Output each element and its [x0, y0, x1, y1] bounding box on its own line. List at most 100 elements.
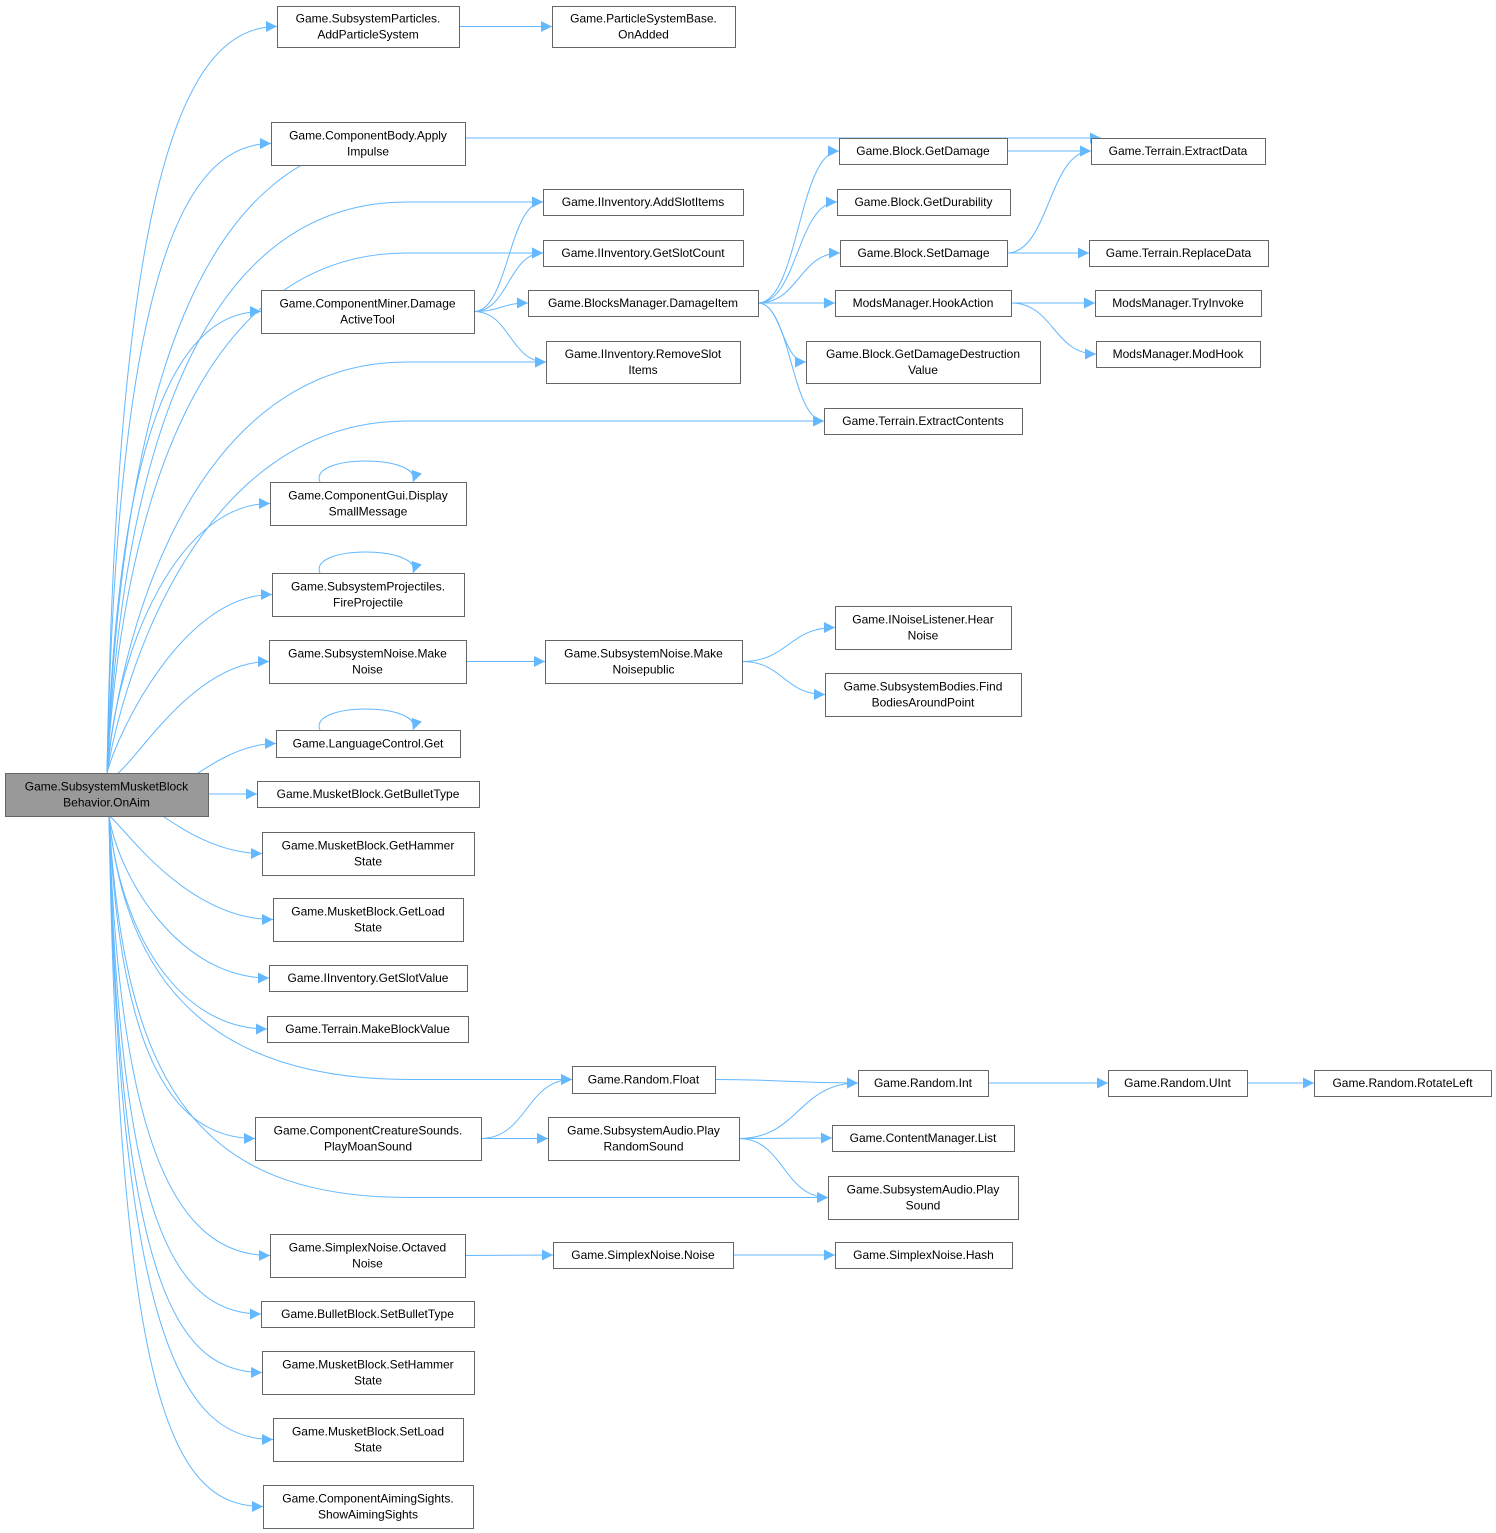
node-label: ModsManager.TryInvoke	[1112, 296, 1244, 310]
node-box	[5, 773, 209, 817]
node-game-block-setdamage[interactable]: Game.Block.SetDamage	[840, 240, 1008, 267]
node-game-block-getdurability[interactable]: Game.Block.GetDurability	[837, 189, 1011, 216]
node-box	[835, 290, 1012, 317]
node-box	[572, 1066, 716, 1094]
node-game-contentmanager-list[interactable]: Game.ContentManager.List	[832, 1125, 1015, 1152]
nodes: Game.SubsystemMusketBlockBehavior.OnAimG…	[5, 6, 1492, 1529]
node-label: Game.MusketBlock.SetLoad	[292, 1425, 444, 1439]
edge-n7-to-n12	[757, 247, 841, 304]
edge-root-to-n35	[108, 815, 256, 1144]
edge-root-to-n44	[108, 815, 274, 1445]
node-box	[277, 6, 460, 48]
node-label: Game.Random.Int	[874, 1076, 973, 1090]
node-box	[263, 1485, 474, 1529]
node-box	[1314, 1070, 1492, 1097]
node-game-iinventory-getslotvalue[interactable]: Game.IInventory.GetSlotValue	[269, 965, 468, 992]
node-game-random-rotateleft[interactable]: Game.Random.RotateLeft	[1314, 1070, 1492, 1097]
node-modsmanager-hookaction[interactable]: ModsManager.HookAction	[835, 290, 1012, 317]
edge-root-to-n45	[108, 815, 264, 1512]
edge-root-to-n38	[108, 815, 828, 1203]
node-game-simplexnoise-hash[interactable]: Game.SimplexNoise.Hash	[835, 1242, 1013, 1269]
node-game-terrain-replacedata[interactable]: Game.Terrain.ReplaceData	[1089, 240, 1269, 267]
node-box	[271, 122, 466, 166]
node-game-simplexnoise-noise[interactable]: Game.SimplexNoise.Noise	[553, 1242, 734, 1269]
node-label: Items	[628, 363, 657, 377]
node-game-iinventory-getslotcount[interactable]: Game.IInventory.GetSlotCount	[543, 240, 744, 267]
node-modsmanager-modhook[interactable]: ModsManager.ModHook	[1096, 341, 1261, 368]
node-label: Game.SubsystemMusketBlock	[25, 780, 189, 794]
node-box	[255, 1117, 482, 1161]
node-box	[276, 730, 461, 758]
edge-n12-to-n15	[1006, 145, 1092, 254]
node-label: Game.SimplexNoise.Noise	[571, 1248, 715, 1262]
node-game-random-float[interactable]: Game.Random.Float	[572, 1066, 716, 1094]
node-label: Game.SubsystemNoise.Make	[564, 647, 723, 661]
node-label: Game.SimplexNoise.Octaved	[289, 1241, 446, 1255]
edge-n31-to-n32	[714, 1077, 859, 1089]
node-label: Game.Random.UInt	[1124, 1076, 1231, 1090]
node-game-languagecontrol-get[interactable]: Game.LanguageControl.Get	[276, 730, 461, 758]
node-game-componentcreaturesounds-playmoansound[interactable]: Game.ComponentCreatureSounds.PlayMoanSou…	[255, 1117, 482, 1161]
node-game-terrain-extractcontents[interactable]: Game.Terrain.ExtractContents	[824, 408, 1023, 435]
node-game-subsystemparticles-addparticlesystem[interactable]: Game.SubsystemParticles.AddParticleSyste…	[277, 6, 460, 48]
node-label: Game.INoiseListener.Hear	[852, 613, 993, 627]
node-label: SmallMessage	[329, 505, 408, 519]
node-box	[257, 781, 480, 808]
edge-n36-to-n32	[738, 1077, 859, 1139]
node-game-subsystemprojectiles-fireprojectile[interactable]: Game.SubsystemProjectiles.FireProjectile	[272, 573, 465, 617]
edge-root-to-n6	[106, 306, 262, 774]
node-label: Game.Random.RotateLeft	[1332, 1076, 1473, 1090]
node-box	[269, 965, 468, 992]
node-game-blocksmanager-damageitem[interactable]: Game.BlocksManager.DamageItem	[528, 290, 759, 317]
node-game-componentaimingsights-showaimingsights[interactable]: Game.ComponentAimingSights.ShowAimingSig…	[263, 1485, 474, 1529]
edge-root-to-n20	[106, 589, 273, 774]
node-label: Game.Terrain.ExtractContents	[842, 414, 1003, 428]
node-label: BodiesAroundPoint	[872, 696, 975, 710]
node-game-random-int[interactable]: Game.Random.Int	[858, 1070, 989, 1097]
node-game-subsystembodies-findbodiesaroundpoint[interactable]: Game.SubsystemBodies.FindBodiesAroundPoi…	[825, 673, 1022, 717]
node-box	[528, 290, 759, 317]
node-game-random-uint[interactable]: Game.Random.UInt	[1108, 1070, 1248, 1097]
node-game-bulletblock-setbullettype[interactable]: Game.BulletBlock.SetBulletType	[261, 1301, 475, 1328]
node-label: Value	[908, 363, 938, 377]
node-box	[828, 1176, 1019, 1220]
node-box	[835, 1242, 1013, 1269]
node-label: Game.SubsystemProjectiles.	[291, 580, 445, 594]
node-game-block-getdamage[interactable]: Game.Block.GetDamage	[839, 138, 1008, 165]
edge-root-to-n4	[106, 196, 543, 774]
node-label: Game.BulletBlock.SetBulletType	[281, 1307, 454, 1321]
node-box	[1091, 138, 1266, 165]
edge-root-to-n1	[106, 21, 278, 774]
node-game-terrain-extractdata[interactable]: Game.Terrain.ExtractData	[1091, 138, 1266, 165]
node-game-terrain-makeblockvalue[interactable]: Game.Terrain.MakeBlockValue	[267, 1016, 469, 1043]
node-label: Game.Block.GetDurability	[854, 195, 992, 209]
node-box	[546, 341, 741, 384]
node-label: State	[354, 921, 382, 935]
node-label: ShowAimingSights	[318, 1508, 418, 1522]
node-game-iinventory-addslotitems[interactable]: Game.IInventory.AddSlotItems	[543, 189, 744, 216]
node-modsmanager-tryinvoke[interactable]: ModsManager.TryInvoke	[1095, 290, 1262, 317]
edge-n6-to-n4	[473, 196, 544, 312]
edge-root-to-n39	[108, 815, 271, 1261]
node-game-particlesystembase-onadded[interactable]: Game.ParticleSystemBase.OnAdded	[552, 6, 736, 48]
node-label: ModsManager.HookAction	[853, 296, 994, 310]
node-box	[825, 673, 1022, 717]
node-game-musketblock-getbullettype[interactable]: Game.MusketBlock.GetBulletType	[257, 781, 480, 808]
edge-root-to-n31	[108, 815, 572, 1085]
